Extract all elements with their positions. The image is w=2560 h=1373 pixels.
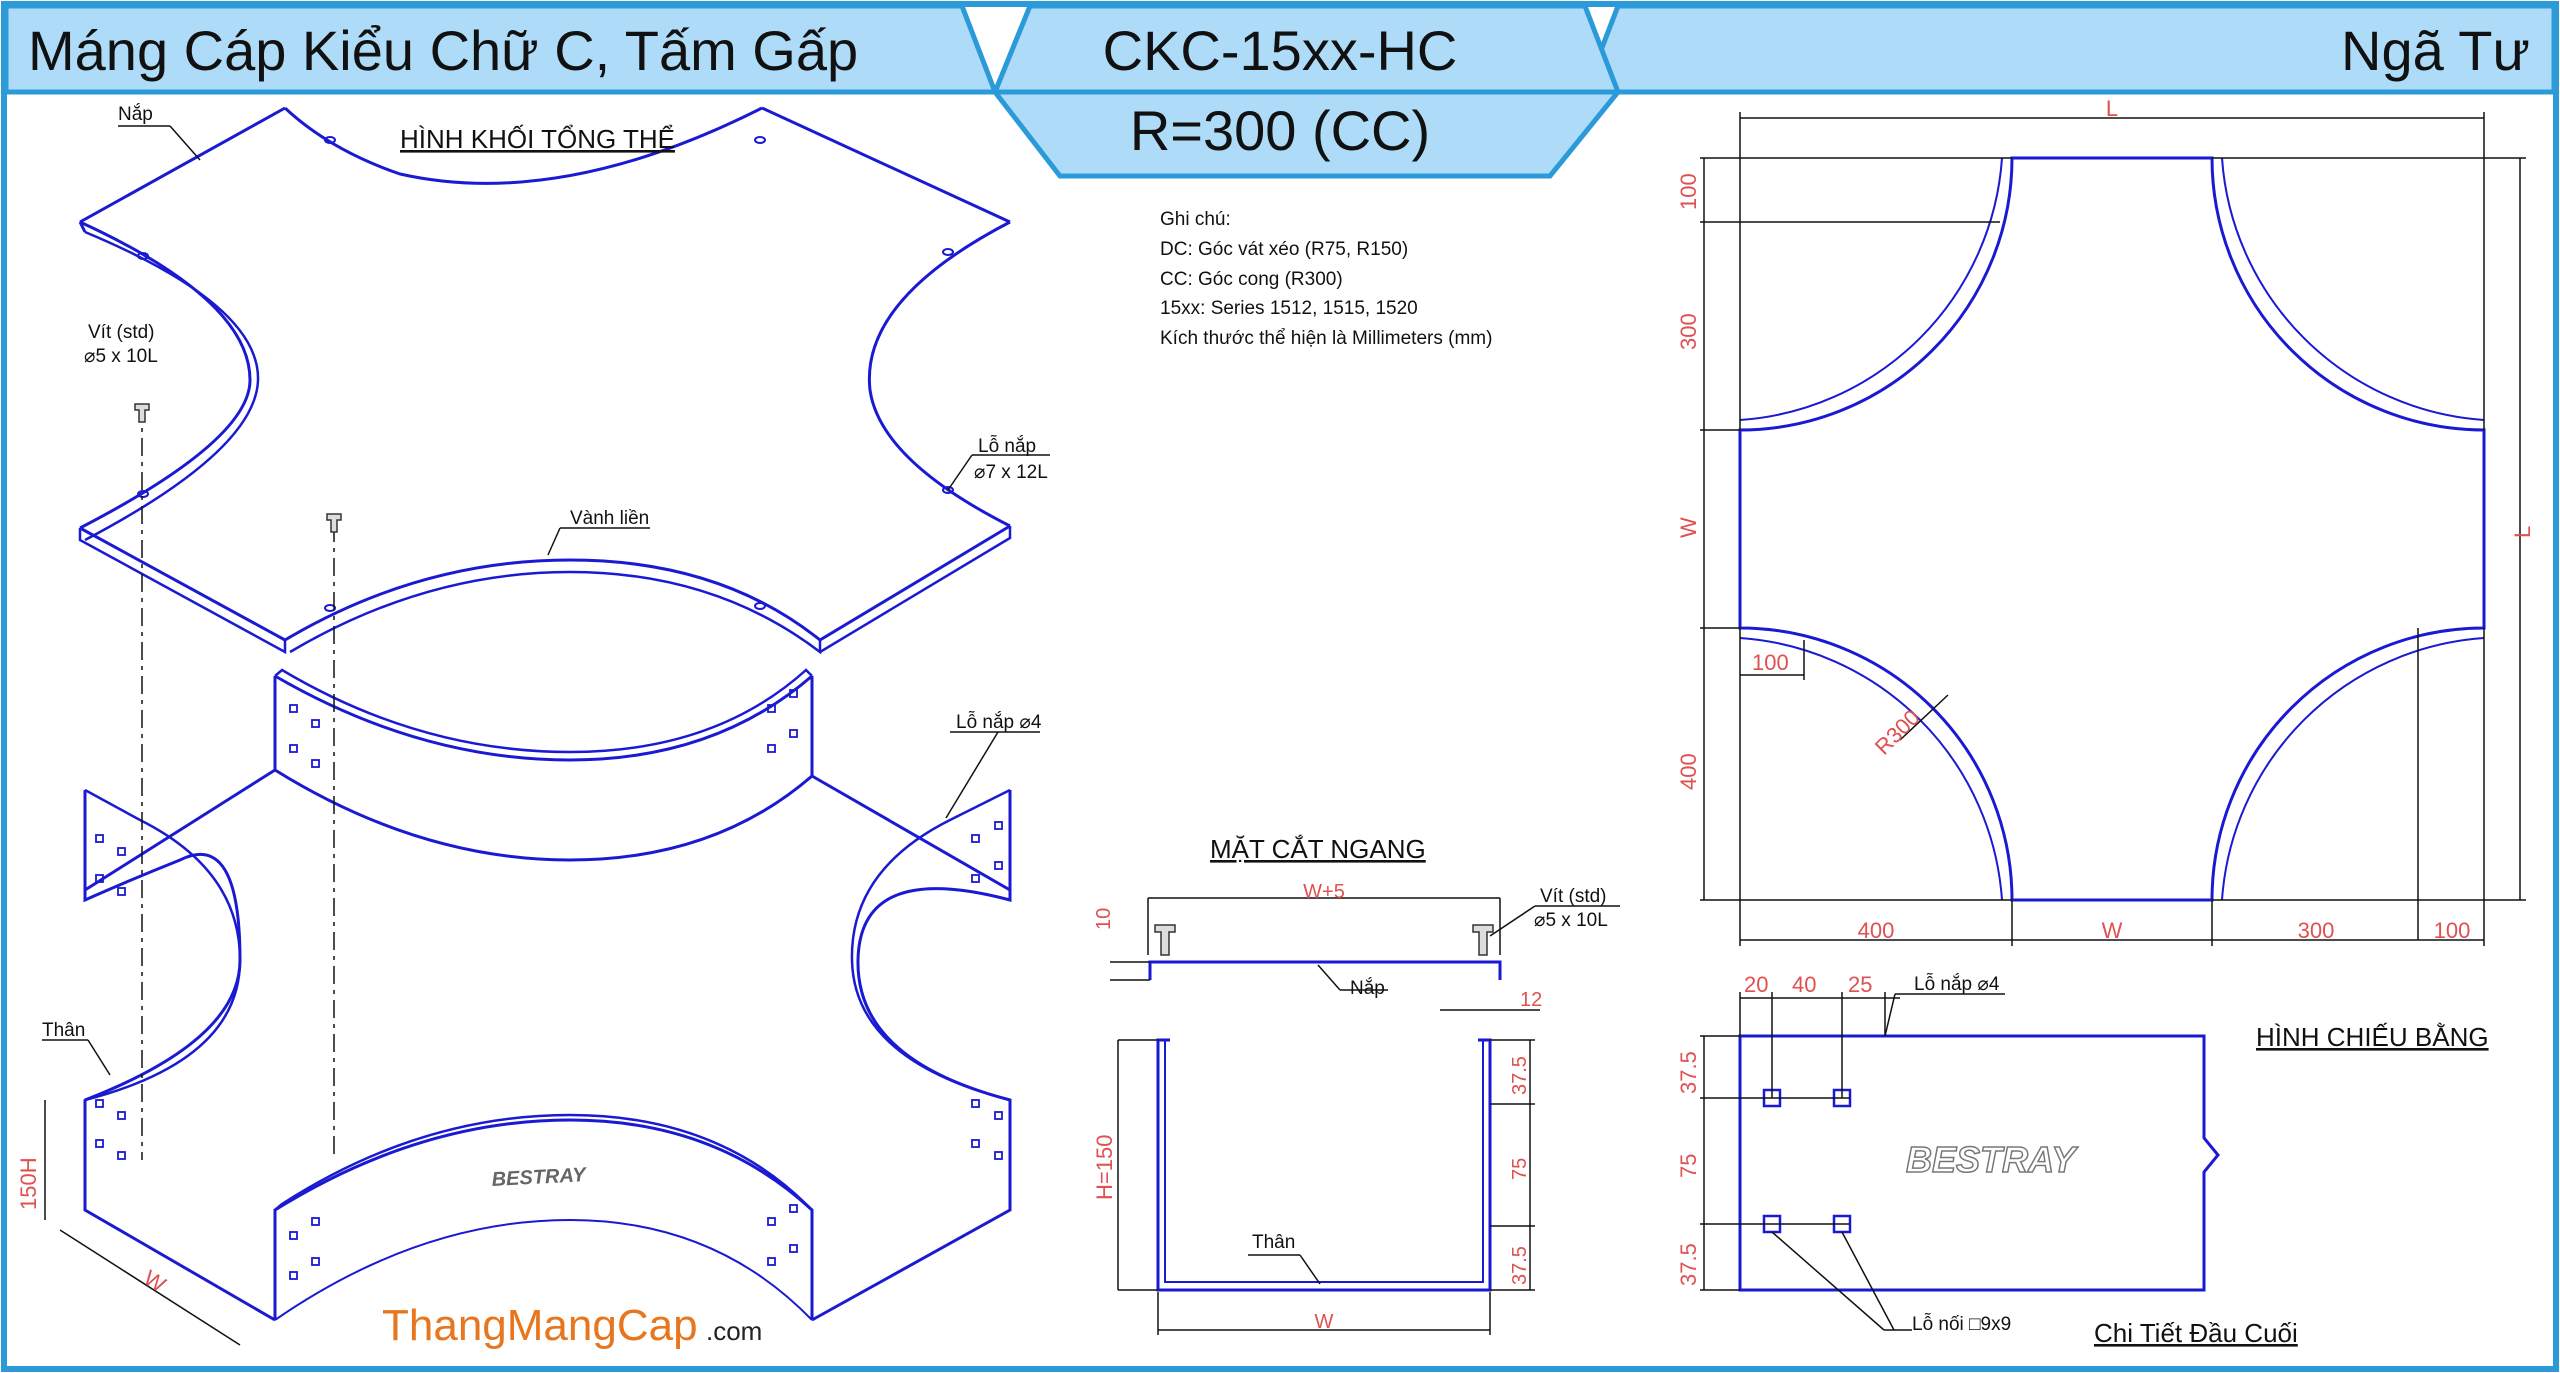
- title-right: Ngã Tư: [2341, 19, 2530, 82]
- plan-dim-100-inner: 100: [1752, 650, 1789, 675]
- leader-section-body-arrow: [1299, 1254, 1321, 1285]
- end-v37b: 37.5: [1676, 1243, 1701, 1286]
- end-v75: 75: [1676, 1154, 1701, 1178]
- brand-suffix: .com: [706, 1316, 762, 1346]
- leader-end-hole-arrow: [1884, 993, 1896, 1037]
- label-lid-hole-1: Lỗ nắp: [978, 435, 1036, 457]
- section-body-label: Thân: [1252, 1232, 1295, 1253]
- radius-title: R=300 (CC): [1130, 99, 1430, 162]
- brand-name: ThangMangCap: [382, 1301, 698, 1350]
- leader-body-hole-arrow: [945, 731, 999, 819]
- end-slot-label: Lỗ nối □9x9: [1912, 1313, 2011, 1335]
- dim-width-line: [59, 1229, 241, 1346]
- end-detail-outline: [1738, 1034, 2220, 1292]
- leader-section-screw-arrow: [1489, 905, 1536, 937]
- screw-icon: [326, 513, 342, 533]
- notes-heading: Ghi chú:: [1160, 209, 1231, 230]
- end-v37a: 37.5: [1676, 1051, 1701, 1094]
- label-body-hole: Lỗ nắp ⌀4: [956, 711, 1042, 733]
- section-screw-1: Vít (std): [1540, 886, 1607, 907]
- iso-title: HÌNH KHỐI TỔNG THỂ: [400, 124, 675, 154]
- label-height: 150H: [16, 1157, 41, 1210]
- dim-37a: 37.5: [1509, 1056, 1531, 1095]
- section-screw-2: ⌀5 x 10L: [1534, 910, 1608, 931]
- plan-view: L 100 300 W 400 L 100 R300 400 W 300 100: [1676, 96, 2535, 946]
- section-body-inner: [1164, 1040, 1484, 1283]
- leader-rim-arrow: [547, 527, 561, 556]
- dim-h150: H=150: [1092, 1135, 1117, 1200]
- leader-lid-arrow: [169, 125, 201, 161]
- end-detail: 20 40 25 Lỗ nắp ⌀4 37.5 75 37.5 BESTRAY …: [1676, 972, 2489, 1348]
- end-detail-title: Chi Tiết Đầu Cuối: [2094, 1318, 2298, 1348]
- label-screw-2: ⌀5 x 10L: [84, 346, 158, 367]
- plan-dim-L-right: L: [2510, 526, 2535, 538]
- section-title: MẶT CẮT NGANG: [1210, 834, 1426, 864]
- note-line-2: CC: Góc cong (R300): [1160, 269, 1343, 290]
- iso-logo: BESTRAY: [491, 1164, 588, 1191]
- leader-radius: [1899, 694, 1949, 741]
- dim-w5: W+5: [1303, 881, 1345, 903]
- leader-section-lid-arrow: [1317, 964, 1341, 991]
- note-line-1: DC: Góc vát xéo (R75, R150): [1160, 239, 1408, 260]
- plan-outline-inner: [1739, 157, 2485, 901]
- section-lid-label: Nắp: [1350, 977, 1385, 999]
- label-lid: Nắp: [118, 103, 153, 125]
- label-body: Thân: [42, 1020, 85, 1041]
- title-left: Máng Cáp Kiểu Chữ C, Tấm Gấp: [28, 19, 858, 82]
- end-hole-label: Lỗ nắp ⌀4: [1914, 973, 2000, 995]
- iso-annotations: [42, 125, 1050, 1346]
- label-screw-1: Vít (std): [88, 322, 155, 343]
- plan-b300: 300: [2298, 918, 2335, 943]
- dim-10: 10: [1093, 908, 1115, 930]
- section-lid: [1148, 960, 1502, 980]
- leader-body-arrow: [87, 1039, 111, 1076]
- plan-b400: 400: [1858, 918, 1895, 943]
- screw-icon: [1472, 924, 1494, 956]
- plan-outline: [1738, 156, 2486, 902]
- iso-screws: [134, 403, 342, 533]
- dim-37b: 37.5: [1509, 1246, 1531, 1285]
- label-width: W: [139, 1265, 170, 1297]
- plan-title: HÌNH CHIẾU BẰNG: [2256, 1022, 2489, 1052]
- leader-slot-1: [1771, 1231, 1885, 1331]
- plan-dim-W: W: [1676, 517, 1701, 538]
- end-d25: 25: [1848, 972, 1872, 997]
- notes-block: Ghi chú: DC: Góc vát xéo (R75, R150) CC:…: [1160, 209, 1492, 349]
- leader-slot-2: [1841, 1231, 1895, 1331]
- dim-w: W: [1315, 1311, 1334, 1333]
- plan-radius: R300: [1870, 705, 1925, 760]
- leader-lid-hole-arrow: [947, 454, 973, 491]
- plan-dim-100: 100: [1676, 173, 1701, 210]
- screw-icon: [1154, 924, 1176, 956]
- note-line-4: Kích thước thể hiện là Millimeters (mm): [1160, 328, 1492, 349]
- dim-75: 75: [1509, 1158, 1531, 1180]
- label-rim: Vành liền: [570, 508, 649, 529]
- iso-body: [83, 668, 1012, 1322]
- section-body: [1156, 1038, 1492, 1292]
- plan-dim-L-top: L: [2106, 96, 2118, 121]
- screw-icon: [134, 403, 150, 423]
- section-view: MẶT CẮT NGANG W+5 10 12 Vít (std) ⌀5 x 1…: [1092, 834, 1620, 1335]
- note-line-3: 15xx: Series 1512, 1515, 1520: [1160, 298, 1418, 319]
- plan-dim-400: 400: [1676, 753, 1701, 790]
- end-d40: 40: [1792, 972, 1816, 997]
- brand: ThangMangCap .com: [382, 1301, 762, 1350]
- end-logo: BESTRAY: [1906, 1139, 2078, 1180]
- product-code: CKC-15xx-HC: [1103, 19, 1458, 82]
- iso-lid: [78, 106, 1012, 655]
- plan-dim-300: 300: [1676, 313, 1701, 350]
- iso-text: HÌNH KHỐI TỔNG THỂ Nắp Vít (std) ⌀5 x 10…: [16, 103, 1048, 1297]
- end-d20: 20: [1744, 972, 1768, 997]
- label-lid-hole-2: ⌀7 x 12L: [974, 462, 1048, 483]
- plan-bW: W: [2102, 918, 2123, 943]
- dim-12: 12: [1520, 989, 1542, 1011]
- iso-view: [78, 106, 1012, 1322]
- plan-b100: 100: [2434, 918, 2471, 943]
